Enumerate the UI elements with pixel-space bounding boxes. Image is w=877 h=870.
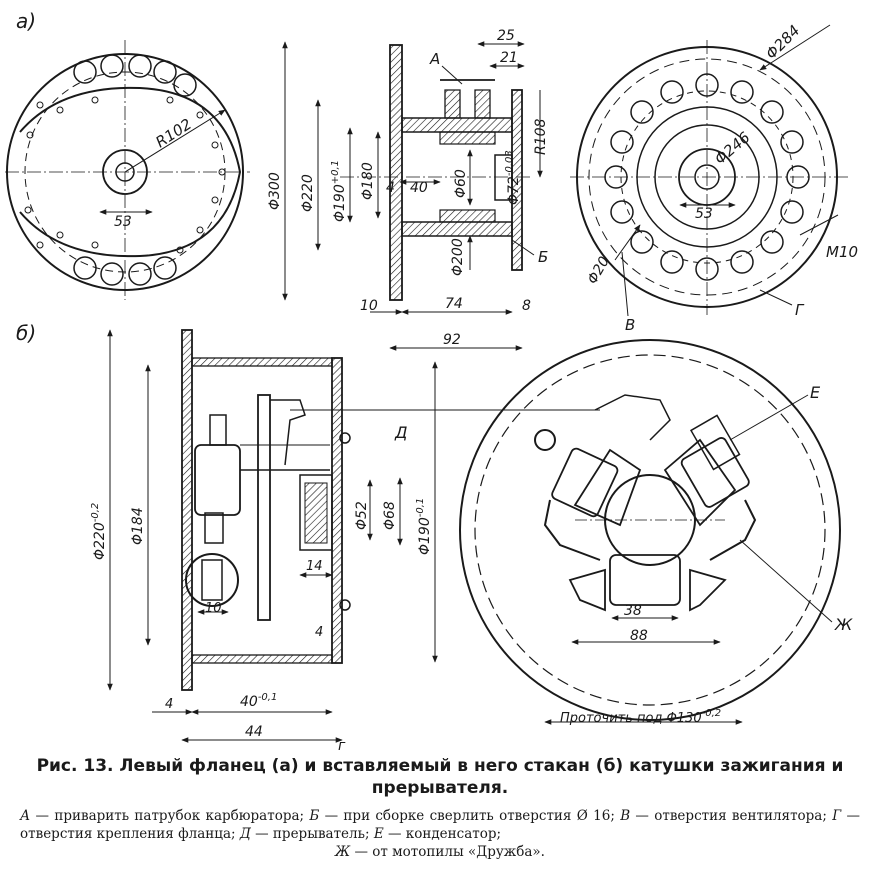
dim-b-88: 88 bbox=[630, 628, 648, 644]
view-label-b: б) bbox=[16, 321, 36, 345]
fan-holes-bottom bbox=[73, 256, 177, 286]
label-zh: Ж bbox=[834, 615, 853, 634]
cup-front-view: 38 88 Проточить под Φ130-0,2 Е Ж bbox=[459, 339, 853, 726]
dim-b-10: 10 bbox=[205, 601, 222, 616]
dim-40: 40 bbox=[410, 180, 428, 196]
dim-b-d190: Φ190-0,1 bbox=[415, 498, 433, 555]
dim-r102: R102 bbox=[152, 115, 195, 151]
dim-d246: Φ246 bbox=[711, 128, 754, 168]
dim-53: 53 bbox=[114, 214, 132, 230]
flange-section-view: Φ300 Φ220 Φ190+0,1 Φ180 А 25 21 4 40 Φ60… bbox=[267, 28, 549, 351]
flange-rear-view: Φ284 Φ246 53 Φ20 M10 В Г bbox=[570, 22, 858, 334]
legend-text: — отверстия вентилятора; bbox=[630, 808, 833, 824]
legend-key: Б bbox=[309, 808, 320, 824]
legend-text: — отверстия крепления фланца; bbox=[20, 808, 860, 842]
dim-8: 8 bbox=[522, 298, 531, 314]
legend-key: А bbox=[20, 808, 31, 824]
dim-b-40: 40-0,1 bbox=[240, 692, 277, 710]
dim-d20: Φ20 bbox=[585, 254, 613, 287]
dim-b-44: 44 bbox=[245, 724, 263, 740]
caption-legend: А — приварить патрубок карбюратора; Б — … bbox=[20, 807, 860, 861]
dim-d284: Φ284 bbox=[762, 22, 803, 63]
legend-text: — прерыватель; bbox=[250, 826, 374, 842]
dim-d190: Φ190+0,1 bbox=[330, 160, 348, 222]
dim-d60: Φ60 bbox=[453, 169, 469, 198]
caption-title: Рис. 13. Левый фланец (а) и вставляемый … bbox=[36, 756, 844, 798]
dim-r108: R108 bbox=[533, 118, 549, 155]
dim-m10: M10 bbox=[826, 243, 858, 261]
flange-front-view: а) R102 5 bbox=[5, 9, 250, 300]
legend-text: — конденсатор; bbox=[383, 826, 502, 842]
dim-d180: Φ180 bbox=[360, 162, 376, 200]
legend-key: В bbox=[620, 808, 631, 824]
view-label-a: а) bbox=[16, 9, 36, 33]
dim-b-14: 14 bbox=[306, 559, 323, 574]
dim-d220: Φ220 bbox=[300, 174, 316, 212]
dim-d200: Φ200 bbox=[450, 238, 466, 276]
label-b: Б bbox=[538, 248, 548, 266]
technical-drawing: а) R102 5 bbox=[5, 9, 858, 750]
dim-b-4-right: 4 bbox=[315, 625, 323, 640]
legend-last-line: Ж — от мотопилы «Дружба». bbox=[20, 843, 860, 861]
legend-key: Д bbox=[239, 826, 251, 842]
dim-74: 74 bbox=[445, 296, 463, 312]
legend-key: Е bbox=[373, 826, 384, 842]
label-v: В bbox=[625, 316, 635, 334]
bolt-holes bbox=[24, 96, 226, 254]
label-e: Е bbox=[810, 383, 821, 402]
dim-25: 25 bbox=[497, 28, 515, 44]
figure-caption: Рис. 13. Левый фланец (а) и вставляемый … bbox=[20, 755, 860, 861]
dim-b-d220: Φ220-0,2 bbox=[90, 503, 108, 560]
legend-text: — приварить патрубок карбюратора; bbox=[30, 808, 310, 824]
cup-section-view: б) Φ220-0,2 Φ184 Д Φ52 Φ68 Φ190-0,1 14 bbox=[16, 321, 600, 750]
label-a: А bbox=[429, 50, 440, 68]
dim-b-d184: Φ184 bbox=[130, 507, 146, 545]
dim-92: 92 bbox=[443, 332, 461, 348]
legend-text: — от мотопилы «Дружба». bbox=[350, 844, 545, 860]
fan-holes-top bbox=[73, 54, 197, 97]
dim-b-4-left: 4 bbox=[165, 697, 173, 712]
dim-b-d68: Φ68 bbox=[382, 501, 398, 530]
dim-53-right: 53 bbox=[695, 206, 713, 222]
dim-b-d52: Φ52 bbox=[354, 501, 370, 530]
dim-4: 4 bbox=[386, 180, 395, 196]
label-d: Д bbox=[394, 423, 408, 442]
legend-key: Ж bbox=[335, 844, 351, 860]
dim-d72: Φ72-0,03 bbox=[504, 150, 522, 205]
groove-note: Проточить под Φ130-0,2 bbox=[560, 708, 721, 726]
dim-10: 10 bbox=[360, 298, 378, 314]
label-g: Г bbox=[795, 301, 805, 319]
legend-key: Г bbox=[832, 808, 842, 824]
dim-b-38: 38 bbox=[624, 603, 642, 619]
dim-21: 21 bbox=[500, 50, 518, 66]
legend-text: — при сборке сверлить отверстия Ø 16; bbox=[319, 808, 621, 824]
dim-d300: Φ300 bbox=[267, 172, 283, 210]
label-g2: г bbox=[338, 738, 346, 750]
